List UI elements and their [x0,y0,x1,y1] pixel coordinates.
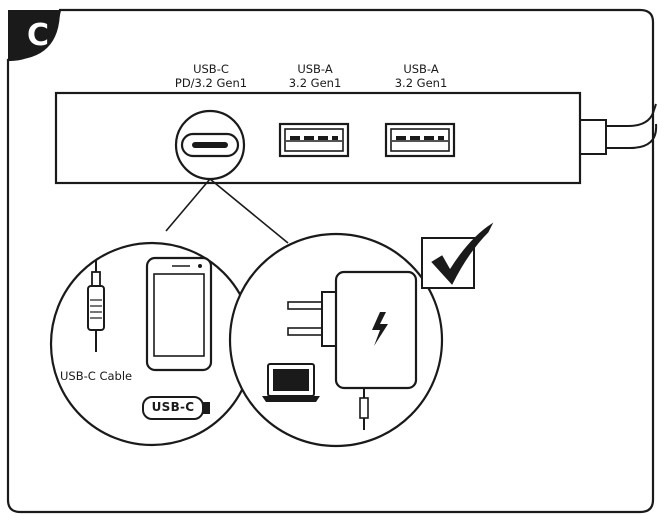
usb-c-chip-label: USB-C [151,400,195,414]
usb-a-port-1-label: USB-A 3.2 Gen1 [260,62,370,90]
usb-c-cable-icon [87,260,105,352]
check-mark-icon [421,222,494,289]
leader-lines [165,178,289,244]
usb-c-port [174,109,246,181]
laptop-icon [262,363,320,402]
usb-a-port-1-label-line2: 3.2 Gen1 [288,76,342,90]
hub-cable [579,103,658,155]
usb-c-port-label: USB-C PD/3.2 Gen1 [156,62,266,90]
wall-charger-icon [287,270,418,430]
smartphone-icon [145,256,213,372]
usb-c-port-label-line1: USB-C [193,62,229,76]
usb-a-port-2-label-line2: 3.2 Gen1 [394,76,448,90]
usb-a-port-1-label-line1: USB-A [297,62,333,76]
usb-a-port-2 [384,122,456,158]
usb-c-port-label-line2: PD/3.2 Gen1 [174,76,248,90]
usb-a-port-1 [278,122,350,158]
badge-bg [8,10,60,60]
usb-c-chip-icon [142,396,210,420]
section-badge: C [26,18,50,53]
usb-a-port-2-label-line1: USB-A [403,62,439,76]
usb-c-cable-label: USB-C Cable [60,369,133,383]
usb-a-port-2-label: USB-A 3.2 Gen1 [366,62,476,90]
